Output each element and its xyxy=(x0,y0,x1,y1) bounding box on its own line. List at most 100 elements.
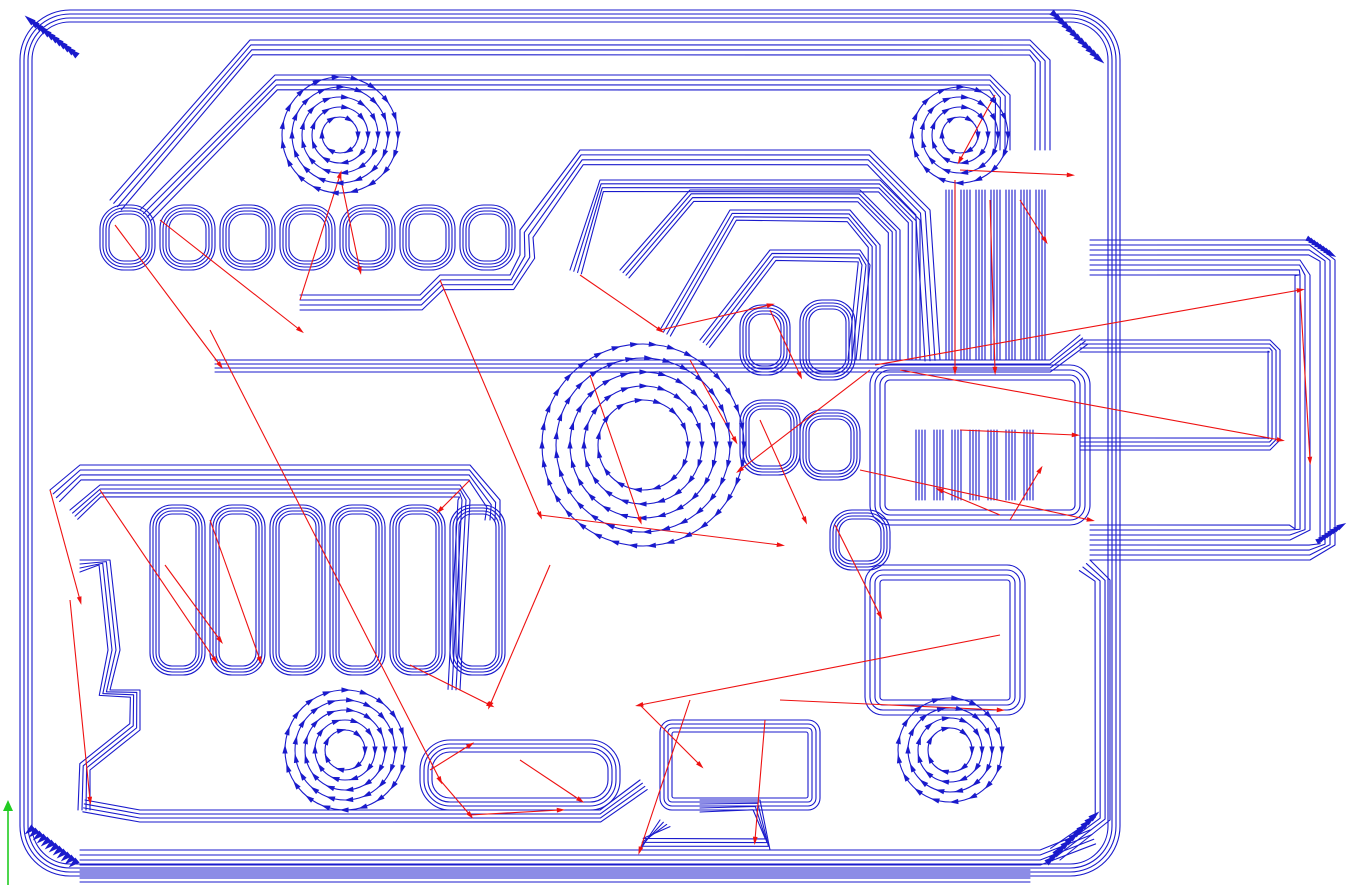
rapid-arrow-icon xyxy=(1296,288,1305,293)
cut-path xyxy=(120,54,1036,211)
cut-arrow-icon xyxy=(685,441,691,451)
cut-arrow-icon xyxy=(326,710,336,717)
cut-arrow-icon xyxy=(564,395,572,405)
cut-arrow-icon xyxy=(909,763,917,773)
cut-arrow-icon xyxy=(908,726,915,737)
cut-path xyxy=(228,213,267,262)
cut-arrow-icon xyxy=(718,404,725,414)
cut-arrow-icon xyxy=(370,164,379,173)
cut-path xyxy=(577,187,913,361)
cut-path xyxy=(108,213,147,262)
rapid-move xyxy=(989,199,996,371)
cut-arrow-icon xyxy=(346,707,356,713)
cut-path xyxy=(1089,264,1306,536)
cut-path xyxy=(392,507,443,673)
cut-path xyxy=(669,219,869,361)
cut-arrow-icon xyxy=(348,187,359,193)
cut-path xyxy=(214,343,1089,373)
cut-arrow-icon xyxy=(921,138,927,149)
direction-markers xyxy=(24,9,1347,868)
cut-arrow-icon xyxy=(727,441,733,451)
cut-arrow-icon xyxy=(605,523,616,530)
cut-path xyxy=(1050,570,1096,849)
cut-arrow-icon xyxy=(977,148,986,158)
cut-arrow-icon xyxy=(909,129,915,139)
cut-arrow-icon xyxy=(371,148,378,158)
rapid-move xyxy=(49,489,81,601)
ring-path xyxy=(541,343,745,547)
cut-arrow-icon xyxy=(652,398,663,404)
cut-arrow-icon xyxy=(366,763,374,773)
cut-path xyxy=(662,212,877,361)
cut-path xyxy=(666,216,873,361)
cut-path xyxy=(671,731,809,799)
cut-arrow-icon xyxy=(949,798,959,805)
cut-path xyxy=(838,518,882,562)
cut-arrow-icon xyxy=(344,115,354,123)
cut-arrow-icon xyxy=(708,493,717,503)
cut-arrow-icon xyxy=(985,131,991,141)
cut-arrow-icon xyxy=(618,513,629,519)
cut-path xyxy=(332,507,383,673)
cut-path xyxy=(705,256,863,360)
cut-arrow-icon xyxy=(941,168,951,175)
rapid-move xyxy=(159,219,301,331)
rapid-moves xyxy=(49,94,1311,851)
cut-arrow-icon xyxy=(341,687,351,693)
cut-arrow-icon xyxy=(296,88,305,97)
cut-arrow-icon xyxy=(1000,112,1007,122)
cut-arrow-icon xyxy=(344,786,354,792)
cut-path xyxy=(699,249,871,361)
cut-arrow-icon xyxy=(335,767,345,773)
cut-arrow-icon xyxy=(699,521,709,529)
cut-path xyxy=(155,510,200,670)
cut-arrow-icon xyxy=(316,727,324,737)
cut-arrow-icon xyxy=(302,165,311,174)
cut-arrow-icon xyxy=(911,111,918,121)
cut-path xyxy=(79,562,135,811)
cut-arrow-icon xyxy=(539,439,545,449)
cut-path xyxy=(299,164,926,362)
cut-arrow-icon xyxy=(28,827,40,838)
cut-arrow-icon xyxy=(597,448,603,459)
cut-path xyxy=(580,190,909,361)
cut-path xyxy=(168,213,207,262)
cut-path xyxy=(642,809,766,840)
cut-arrow-icon xyxy=(946,147,956,155)
cut-arrow-icon xyxy=(362,790,372,798)
cut-arrow-icon xyxy=(400,764,406,774)
cut-arrow-icon xyxy=(317,88,327,95)
cut-arrow-icon xyxy=(959,762,969,771)
cut-path xyxy=(345,210,390,265)
cut-path xyxy=(1079,343,1277,447)
cut-arrow-icon xyxy=(382,746,388,756)
cut-path xyxy=(82,789,648,823)
cut-path xyxy=(55,474,492,521)
cut-path xyxy=(335,510,380,670)
cut-arrow-icon xyxy=(674,504,684,511)
cut-arrow-icon xyxy=(577,361,587,369)
cut-arrow-icon xyxy=(985,763,992,774)
cut-arrow-icon xyxy=(927,105,936,115)
cut-arrow-icon xyxy=(606,362,616,368)
cut-arrow-icon xyxy=(695,422,701,432)
cut-arrow-icon xyxy=(977,112,985,122)
cut-arrow-icon xyxy=(629,342,640,348)
cut-arrow-icon xyxy=(390,780,398,790)
cut-arrow-icon xyxy=(56,848,68,859)
cut-arrow-icon xyxy=(339,807,349,813)
cut-arrow-icon xyxy=(699,360,709,368)
cut-path xyxy=(625,197,893,361)
cut-arrow-icon xyxy=(971,778,981,787)
cut-path xyxy=(27,17,1113,869)
rapid-move xyxy=(539,514,781,546)
cut-arrow-icon xyxy=(350,717,360,724)
cut-arrow-icon xyxy=(683,531,693,538)
cut-arrow-icon xyxy=(284,726,290,736)
cut-arrow-icon xyxy=(554,493,562,503)
ring-path xyxy=(907,707,993,793)
cut-arrow-icon xyxy=(896,754,903,764)
rapid-arrow-icon xyxy=(776,542,785,547)
